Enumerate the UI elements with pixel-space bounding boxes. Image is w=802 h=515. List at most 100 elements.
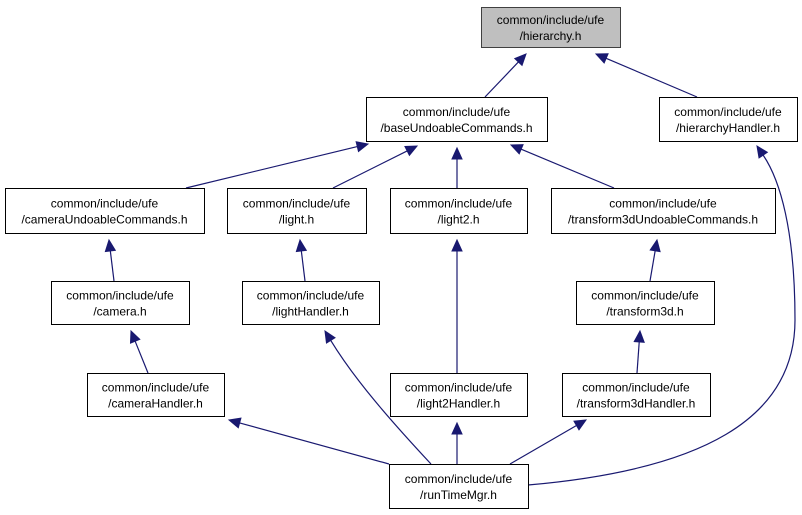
edge-line	[527, 154, 796, 486]
arrowhead-icon	[404, 145, 419, 157]
arrowhead-icon	[633, 329, 645, 343]
node-path-label: common/include/ufe	[405, 472, 513, 486]
arrowhead-icon	[509, 144, 524, 155]
node-file-label: /cameraHandler.h	[108, 397, 203, 411]
node-box[interactable]	[87, 373, 225, 417]
edge-line	[605, 57, 698, 98]
node-box[interactable]	[390, 373, 528, 417]
node-baseUndoable[interactable]: common/include/ufe/baseUndoableCommands.…	[366, 97, 548, 142]
node-file-label: /hierarchy.h	[520, 29, 582, 43]
node-file-label: /transform3d.h	[606, 305, 683, 319]
edge-hierarchyHandler-to-hierarchy	[594, 53, 698, 98]
node-path-label: common/include/ufe	[674, 105, 782, 119]
node-transformHandler[interactable]: common/include/ufe/transform3dHandler.h	[562, 373, 711, 417]
node-box[interactable]	[227, 188, 367, 234]
node-lightHandler[interactable]: common/include/ufe/lightHandler.h	[242, 281, 380, 325]
edge-line	[509, 424, 577, 465]
node-file-label: /light.h	[279, 213, 314, 227]
edge-baseUndoable-to-hierarchy	[484, 53, 527, 98]
edge-runTimeMgr-to-cameraHandler	[227, 417, 390, 465]
edge-line	[649, 250, 656, 282]
node-path-label: common/include/ufe	[609, 197, 717, 211]
node-box[interactable]	[5, 188, 205, 234]
arrowhead-icon	[227, 417, 242, 429]
node-hierarchyHandler[interactable]: common/include/ufe/hierarchyHandler.h	[659, 97, 798, 142]
arrowhead-icon	[355, 141, 370, 153]
edge-runTimeMgr-to-lightHandler	[324, 329, 432, 465]
arrowhead-icon	[451, 421, 463, 435]
edge-transform3d-to-transformUndoable	[649, 238, 661, 282]
node-path-label: common/include/ufe	[257, 289, 365, 303]
node-box[interactable]	[389, 464, 529, 509]
node-path-label: common/include/ufe	[66, 289, 174, 303]
edge-line	[520, 148, 615, 189]
node-file-label: /camera.h	[93, 305, 146, 319]
arrowhead-icon	[756, 144, 769, 159]
arrowhead-icon	[451, 238, 463, 252]
node-file-label: /hierarchyHandler.h	[676, 121, 780, 135]
edge-line	[239, 422, 390, 465]
node-file-label: /runTimeMgr.h	[420, 488, 497, 502]
edge-lightHandler-to-light	[295, 238, 308, 282]
node-path-label: common/include/ufe	[102, 381, 210, 395]
node-file-label: /baseUndoableCommands.h	[380, 121, 532, 135]
node-path-label: common/include/ufe	[582, 381, 690, 395]
node-light[interactable]: common/include/ufe/light.h	[227, 188, 367, 234]
node-transform3d[interactable]: common/include/ufe/transform3d.h	[576, 281, 715, 325]
node-box[interactable]	[659, 97, 798, 142]
edge-line	[330, 340, 432, 465]
node-camera[interactable]: common/include/ufe/camera.h	[51, 281, 190, 325]
arrowhead-icon	[573, 419, 588, 431]
node-path-label: common/include/ufe	[405, 381, 513, 395]
edge-light-to-baseUndoable	[332, 145, 419, 189]
node-path-label: common/include/ufe	[243, 197, 351, 211]
node-cameraHandler[interactable]: common/include/ufe/cameraHandler.h	[87, 373, 225, 417]
node-file-label: /transform3dHandler.h	[577, 397, 696, 411]
node-cameraUndoable[interactable]: common/include/ufe/cameraUndoableCommand…	[5, 188, 205, 234]
node-box[interactable]	[242, 281, 380, 325]
arrowhead-icon	[295, 238, 308, 253]
edge-transformUndoable-to-baseUndoable	[509, 144, 615, 189]
node-path-label: common/include/ufe	[591, 289, 699, 303]
node-path-label: common/include/ufe	[497, 13, 605, 27]
arrowhead-icon	[649, 238, 661, 253]
arrowhead-icon	[129, 329, 141, 344]
edge-runTimeMgr-to-hierarchyHandler	[527, 144, 796, 486]
node-runTimeMgr[interactable]: common/include/ufe/runTimeMgr.h	[389, 464, 529, 509]
node-file-label: /light2.h	[437, 213, 479, 227]
edge-line	[134, 340, 149, 374]
edge-line	[484, 61, 519, 98]
node-box[interactable]	[481, 7, 621, 48]
node-transformUndoable[interactable]: common/include/ufe/transform3dUndoableCo…	[551, 188, 776, 234]
edge-cameraUndoable-to-baseUndoable	[185, 141, 370, 189]
arrowhead-icon	[324, 329, 336, 344]
node-light2[interactable]: common/include/ufe/light2.h	[390, 188, 528, 234]
node-box[interactable]	[576, 281, 715, 325]
edges-layer	[104, 53, 796, 486]
edge-line	[185, 146, 358, 189]
node-file-label: /transform3dUndoableCommands.h	[568, 213, 758, 227]
node-file-label: /light2Handler.h	[417, 397, 500, 411]
node-box[interactable]	[551, 188, 776, 234]
edge-camera-to-cameraUndoable	[104, 238, 117, 282]
nodes-layer: common/include/ufe/hierarchy.hcommon/inc…	[5, 7, 798, 509]
arrowhead-icon	[513, 53, 527, 67]
node-box[interactable]	[51, 281, 190, 325]
node-light2Handler[interactable]: common/include/ufe/light2Handler.h	[390, 373, 528, 417]
edge-cameraHandler-to-camera	[129, 329, 149, 374]
node-file-label: /cameraUndoableCommands.h	[21, 213, 187, 227]
node-file-label: /lightHandler.h	[272, 305, 349, 319]
edge-transformHandler-to-transform3d	[633, 329, 645, 374]
node-path-label: common/include/ufe	[51, 197, 159, 211]
arrowhead-icon	[104, 238, 117, 253]
node-box[interactable]	[390, 188, 528, 234]
edge-line	[332, 150, 408, 189]
node-box[interactable]	[562, 373, 711, 417]
edge-light2-to-baseUndoable	[451, 146, 463, 188]
node-path-label: common/include/ufe	[403, 105, 511, 119]
edge-line	[300, 250, 306, 282]
node-hierarchy[interactable]: common/include/ufe/hierarchy.h	[481, 7, 621, 48]
edge-runTimeMgr-to-transformHandler	[509, 419, 588, 465]
node-box[interactable]	[366, 97, 548, 142]
